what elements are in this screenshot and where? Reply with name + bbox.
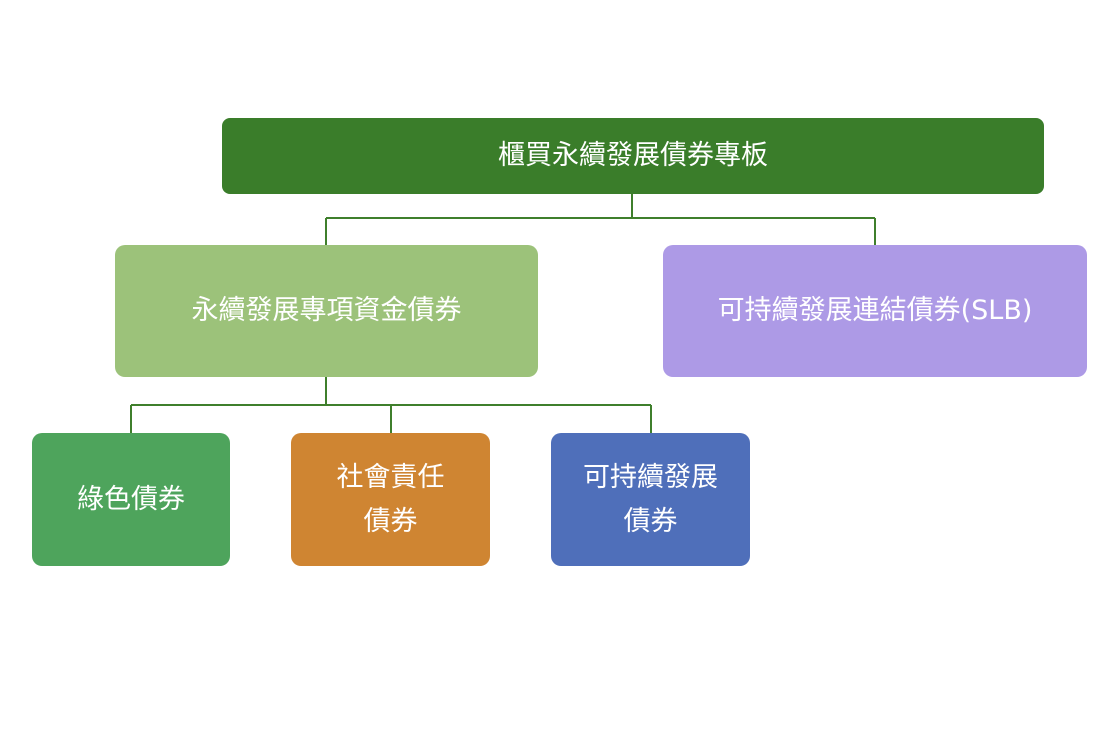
node-label: 櫃買永續發展債券專板 <box>498 140 768 172</box>
node-otc-sustainable-bond-board: 櫃買永續發展債券專板 <box>222 118 1044 194</box>
node-label: 綠色債券 <box>77 483 185 515</box>
node-green-bonds: 綠色債券 <box>32 433 230 566</box>
node-sustainability-bonds: 可持續發展 債券 <box>551 433 750 566</box>
node-label: 社會責任 債券 <box>336 462 445 537</box>
node-label: 可持續發展 債券 <box>583 462 718 537</box>
node-social-bonds: 社會責任 債券 <box>291 433 490 566</box>
node-use-of-proceeds-bonds: 永續發展專項資金債券 <box>115 245 538 377</box>
node-sustainability-linked-bonds: 可持續發展連結債券(SLB) <box>663 245 1087 377</box>
node-label: 永續發展專項資金債券 <box>191 295 462 327</box>
node-label: 可持續發展連結債券(SLB) <box>717 295 1033 327</box>
